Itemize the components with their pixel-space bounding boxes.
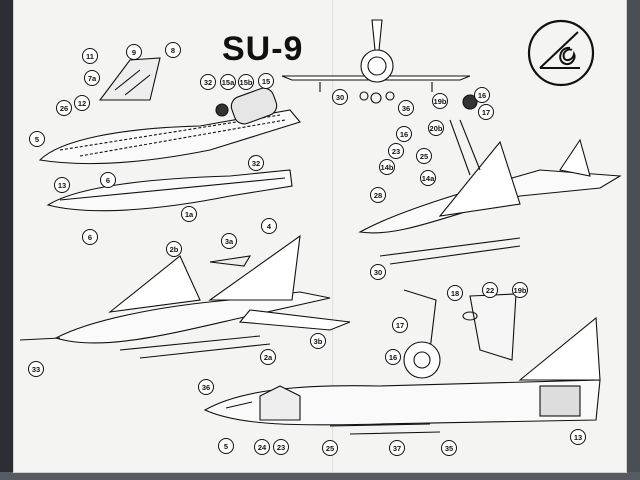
center-fold [332, 0, 334, 472]
part-callout-23: 23 [273, 439, 289, 455]
part-callout-12: 12 [74, 95, 90, 111]
part-callout-11: 11 [82, 48, 98, 64]
table-background-bottom [0, 472, 640, 480]
part-callout-5: 5 [218, 438, 234, 454]
part-callout-17: 17 [392, 317, 408, 333]
part-callout-2b: 2b [166, 241, 182, 257]
fuselage-cutaway-upper [38, 57, 301, 165]
part-callout-33: 33 [28, 361, 44, 377]
table-background-right [626, 0, 640, 480]
part-callout-19b: 19b [512, 282, 528, 298]
part-callout-23: 23 [388, 143, 404, 159]
part-callout-2a: 2a [260, 349, 276, 365]
part-callout-15a: 15a [220, 74, 236, 90]
part-callout-6: 6 [100, 172, 116, 188]
part-callout-8: 8 [165, 42, 181, 58]
aircraft-plan-view-right [358, 94, 622, 265]
page-title: SU-9 [222, 30, 304, 68]
part-callout-26: 26 [56, 100, 72, 116]
part-callout-28: 28 [370, 187, 386, 203]
aircraft-side-cutaway [203, 316, 601, 435]
fuselage-half-lower [46, 169, 293, 212]
part-callout-14b: 14b [379, 159, 395, 175]
part-callout-14a: 14a [420, 170, 436, 186]
part-callout-3b: 3b [310, 333, 326, 349]
part-callout-25: 25 [322, 440, 338, 456]
aircraft-perspective-left [19, 234, 351, 359]
part-callout-16: 16 [385, 349, 401, 365]
part-callout-6: 6 [82, 229, 98, 245]
part-callout-36: 36 [398, 100, 414, 116]
part-callout-36: 36 [198, 379, 214, 395]
main-gear-detail [403, 289, 517, 379]
part-callout-18: 18 [447, 285, 463, 301]
part-callout-13: 13 [570, 429, 586, 445]
part-callout-16: 16 [396, 126, 412, 142]
part-callout-15b: 15b [238, 74, 254, 90]
table-background-left [0, 0, 14, 480]
part-callout-3a: 3a [221, 233, 237, 249]
part-callout-4: 4 [261, 218, 277, 234]
part-callout-20b: 20b [428, 120, 444, 136]
part-callout-7a: 7a [84, 70, 100, 86]
part-callout-19b: 19b [432, 93, 448, 109]
part-callout-13: 13 [54, 177, 70, 193]
part-callout-17: 17 [478, 104, 494, 120]
part-callout-30: 30 [332, 89, 348, 105]
part-callout-16: 16 [474, 87, 490, 103]
part-callout-9: 9 [126, 44, 142, 60]
part-callout-25: 25 [416, 148, 432, 164]
part-callout-15: 15 [258, 73, 274, 89]
part-callout-30: 30 [370, 264, 386, 280]
part-callout-24: 24 [254, 439, 270, 455]
part-callout-5: 5 [29, 131, 45, 147]
part-callout-1a: 1a [181, 206, 197, 222]
part-callout-35: 35 [441, 440, 457, 456]
front-view-aircraft [281, 19, 471, 104]
part-callout-32: 32 [248, 155, 264, 171]
sukhoi-logo [527, 19, 595, 87]
part-callout-32: 32 [200, 74, 216, 90]
part-callout-22: 22 [482, 282, 498, 298]
part-callout-37: 37 [389, 440, 405, 456]
